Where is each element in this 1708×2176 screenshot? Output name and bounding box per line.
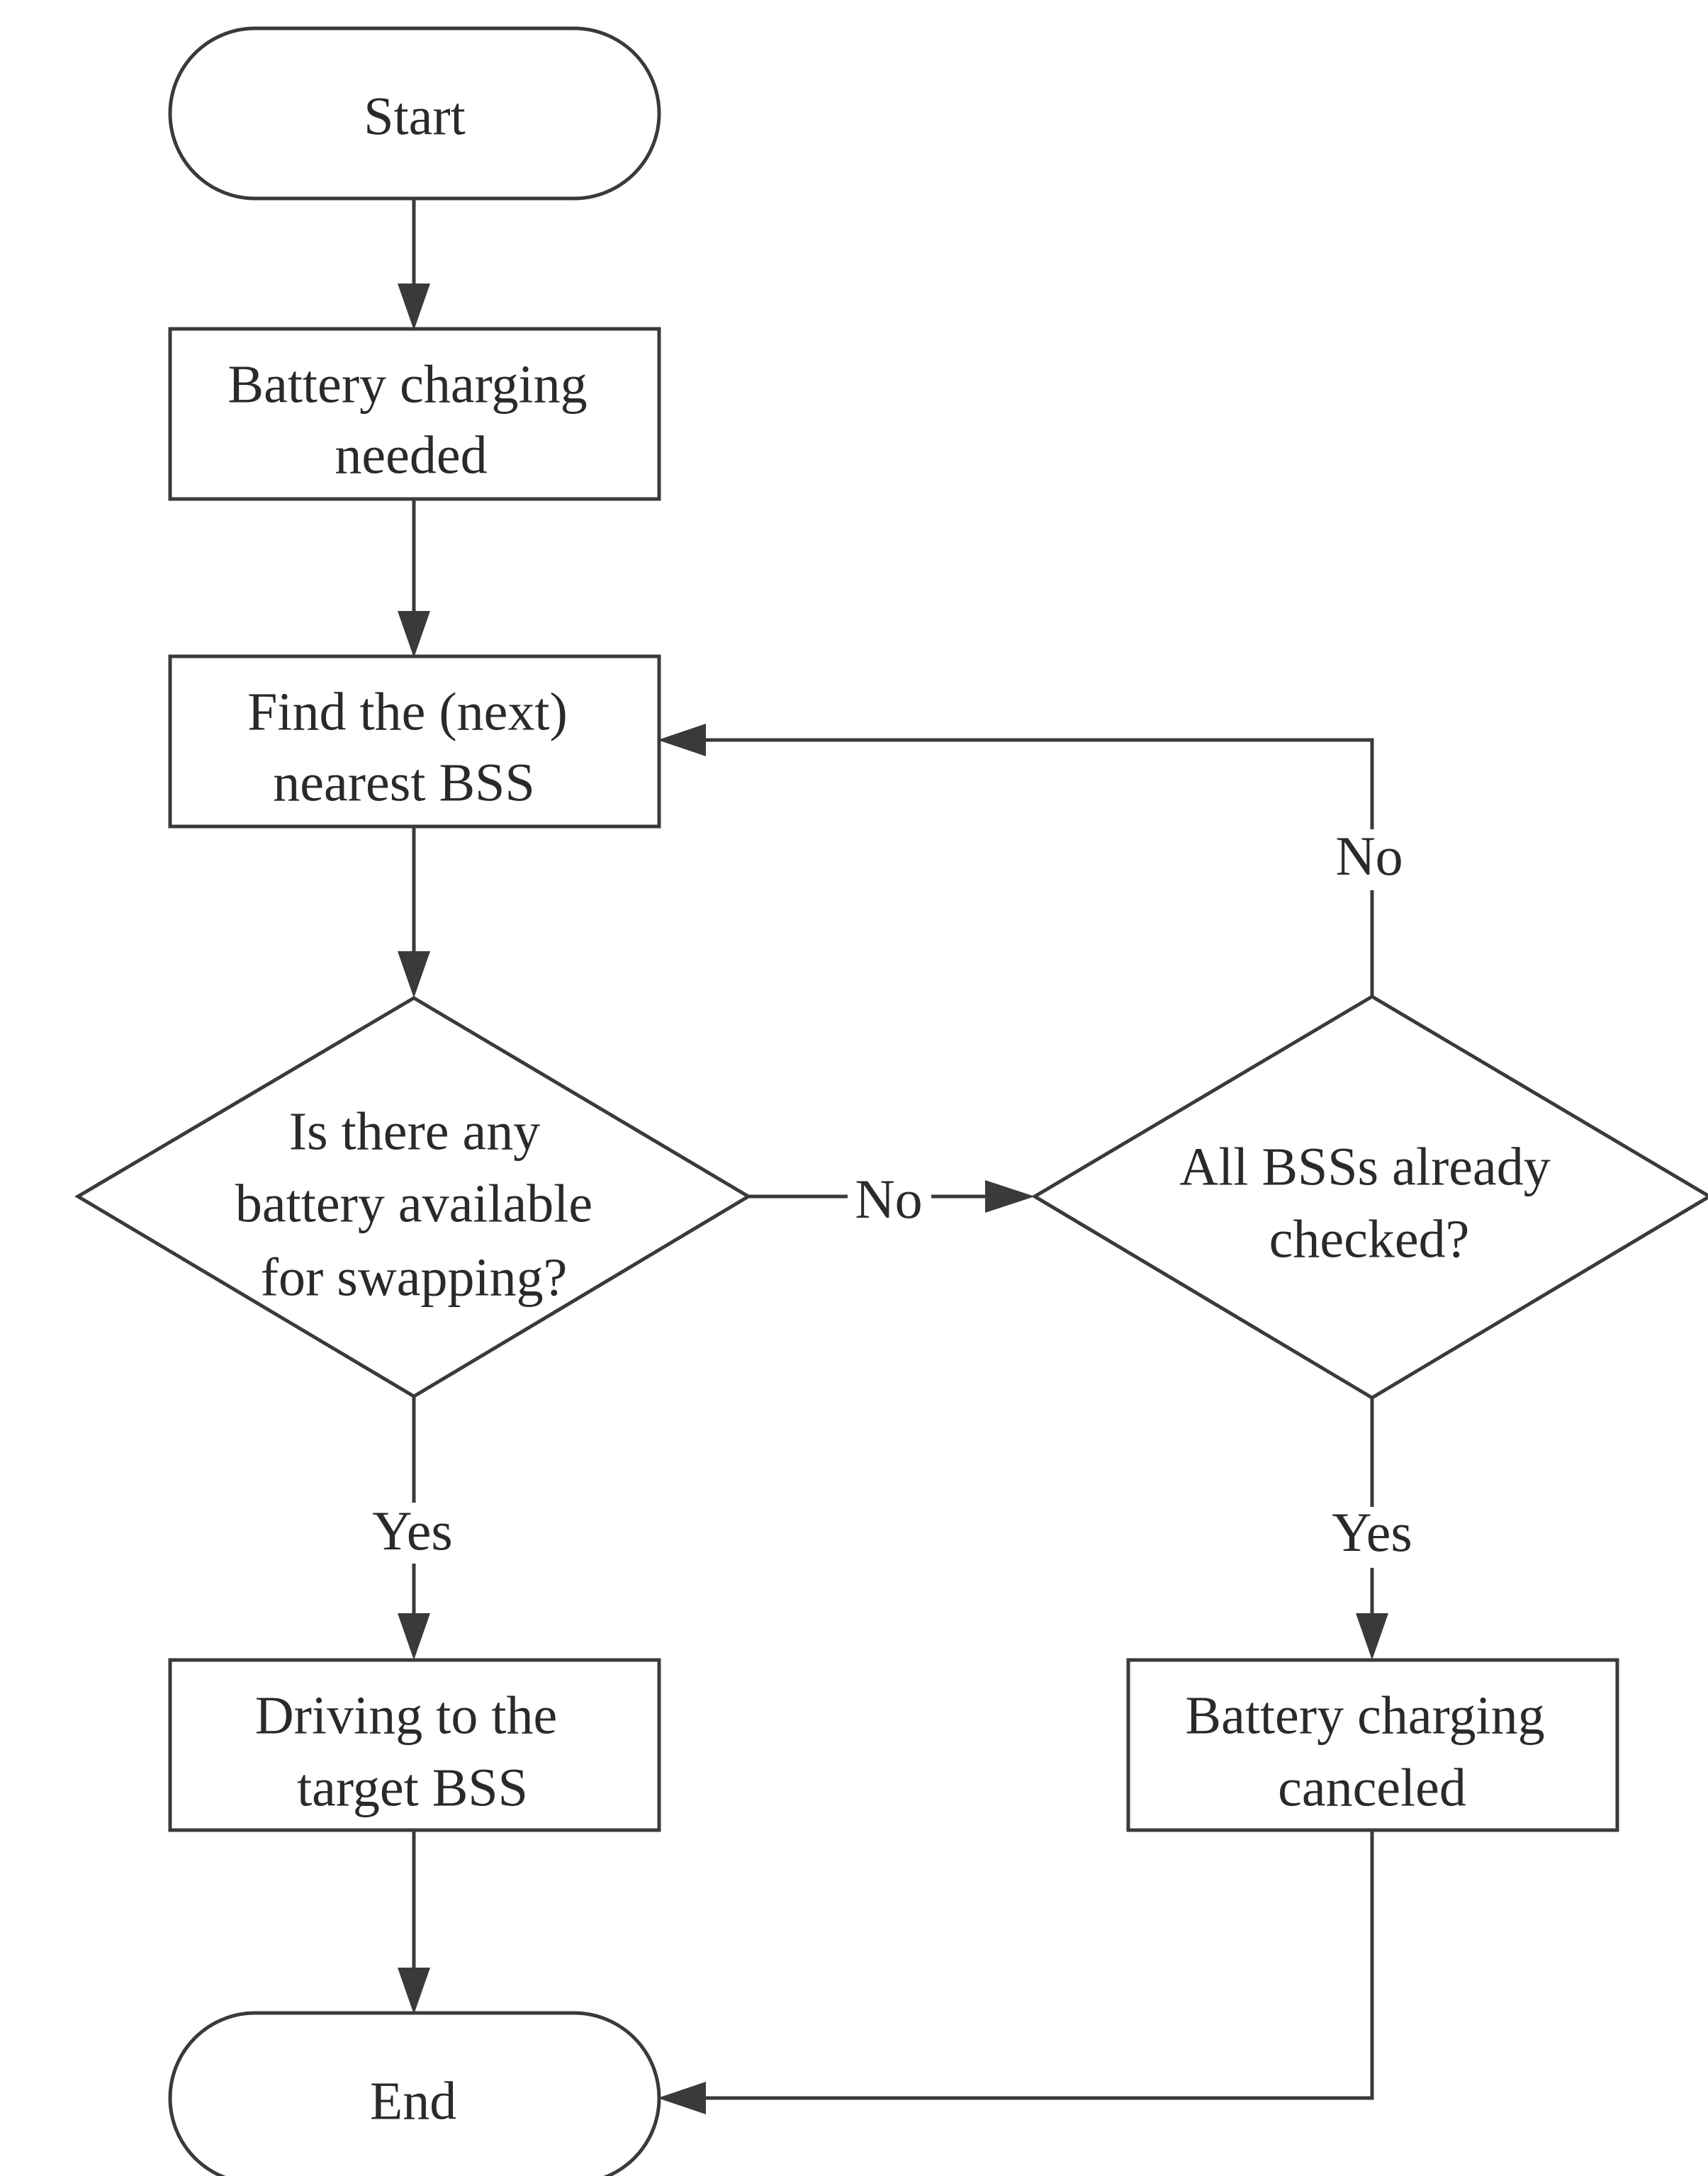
driving-box <box>168 1658 661 1832</box>
arrowhead-charging-to-find <box>398 611 430 658</box>
nodes: Start Battery charging needed Find the (… <box>74 26 1708 2176</box>
canceled-label-line2: canceled <box>1278 1758 1466 1817</box>
find-bss-label-line2: nearest BSS <box>273 753 534 812</box>
canceled-box <box>1126 1658 1619 1832</box>
checked-no-label-bg <box>1327 829 1416 890</box>
arrowhead-available-yes <box>398 1613 430 1660</box>
arrowhead-canceled-to-end <box>658 2082 706 2114</box>
arrowhead-checked-no <box>658 724 706 756</box>
charging-needed-label-line1: Battery charging <box>227 354 587 414</box>
arrowhead-available-no <box>985 1180 1035 1213</box>
available-no-label-bg <box>848 1170 931 1225</box>
driving-label-line2: target BSS <box>297 1758 528 1817</box>
canceled-label-line1: Battery charging <box>1185 1686 1544 1745</box>
battery-available-label-line3: for swapping? <box>261 1247 568 1307</box>
edge-checked-no <box>692 738 1374 997</box>
find-bss-label-line1: Find the (next) <box>247 682 568 741</box>
battery-available-decision <box>74 996 752 1398</box>
arrowhead-find-to-decision <box>398 951 430 998</box>
find-bss-box <box>168 654 661 829</box>
edge-labels: No Yes No Yes <box>357 825 1430 1568</box>
checked-no-label: No <box>1335 825 1403 887</box>
start-label: Start <box>364 86 466 146</box>
all-checked-label-line2: checked? <box>1269 1209 1470 1269</box>
arrowhead-start-to-charging <box>398 284 430 330</box>
arrowhead-driving-to-end <box>398 1968 430 2014</box>
charging-needed-label-line2: needed <box>335 425 487 485</box>
all-checked-label-line1: All BSSs already <box>1179 1137 1551 1196</box>
arrowhead-checked-yes <box>1356 1613 1388 1660</box>
driving-label-line1: Driving to the <box>255 1686 557 1745</box>
battery-available-label-line1: Is there any <box>289 1101 541 1161</box>
end-terminator <box>168 2011 661 2176</box>
available-yes-label-bg <box>357 1503 471 1564</box>
available-yes-label: Yes <box>372 1500 453 1561</box>
available-no-label: No <box>855 1168 922 1230</box>
edge-canceled-to-end <box>692 1830 1374 2100</box>
all-checked-decision <box>1031 994 1708 1400</box>
battery-available-label-line2: battery available <box>235 1174 592 1233</box>
end-label: End <box>370 2071 456 2131</box>
checked-yes-label-bg <box>1317 1507 1430 1568</box>
charging-needed-box <box>168 327 661 501</box>
start-terminator <box>168 26 661 201</box>
checked-yes-label: Yes <box>1332 1501 1412 1563</box>
